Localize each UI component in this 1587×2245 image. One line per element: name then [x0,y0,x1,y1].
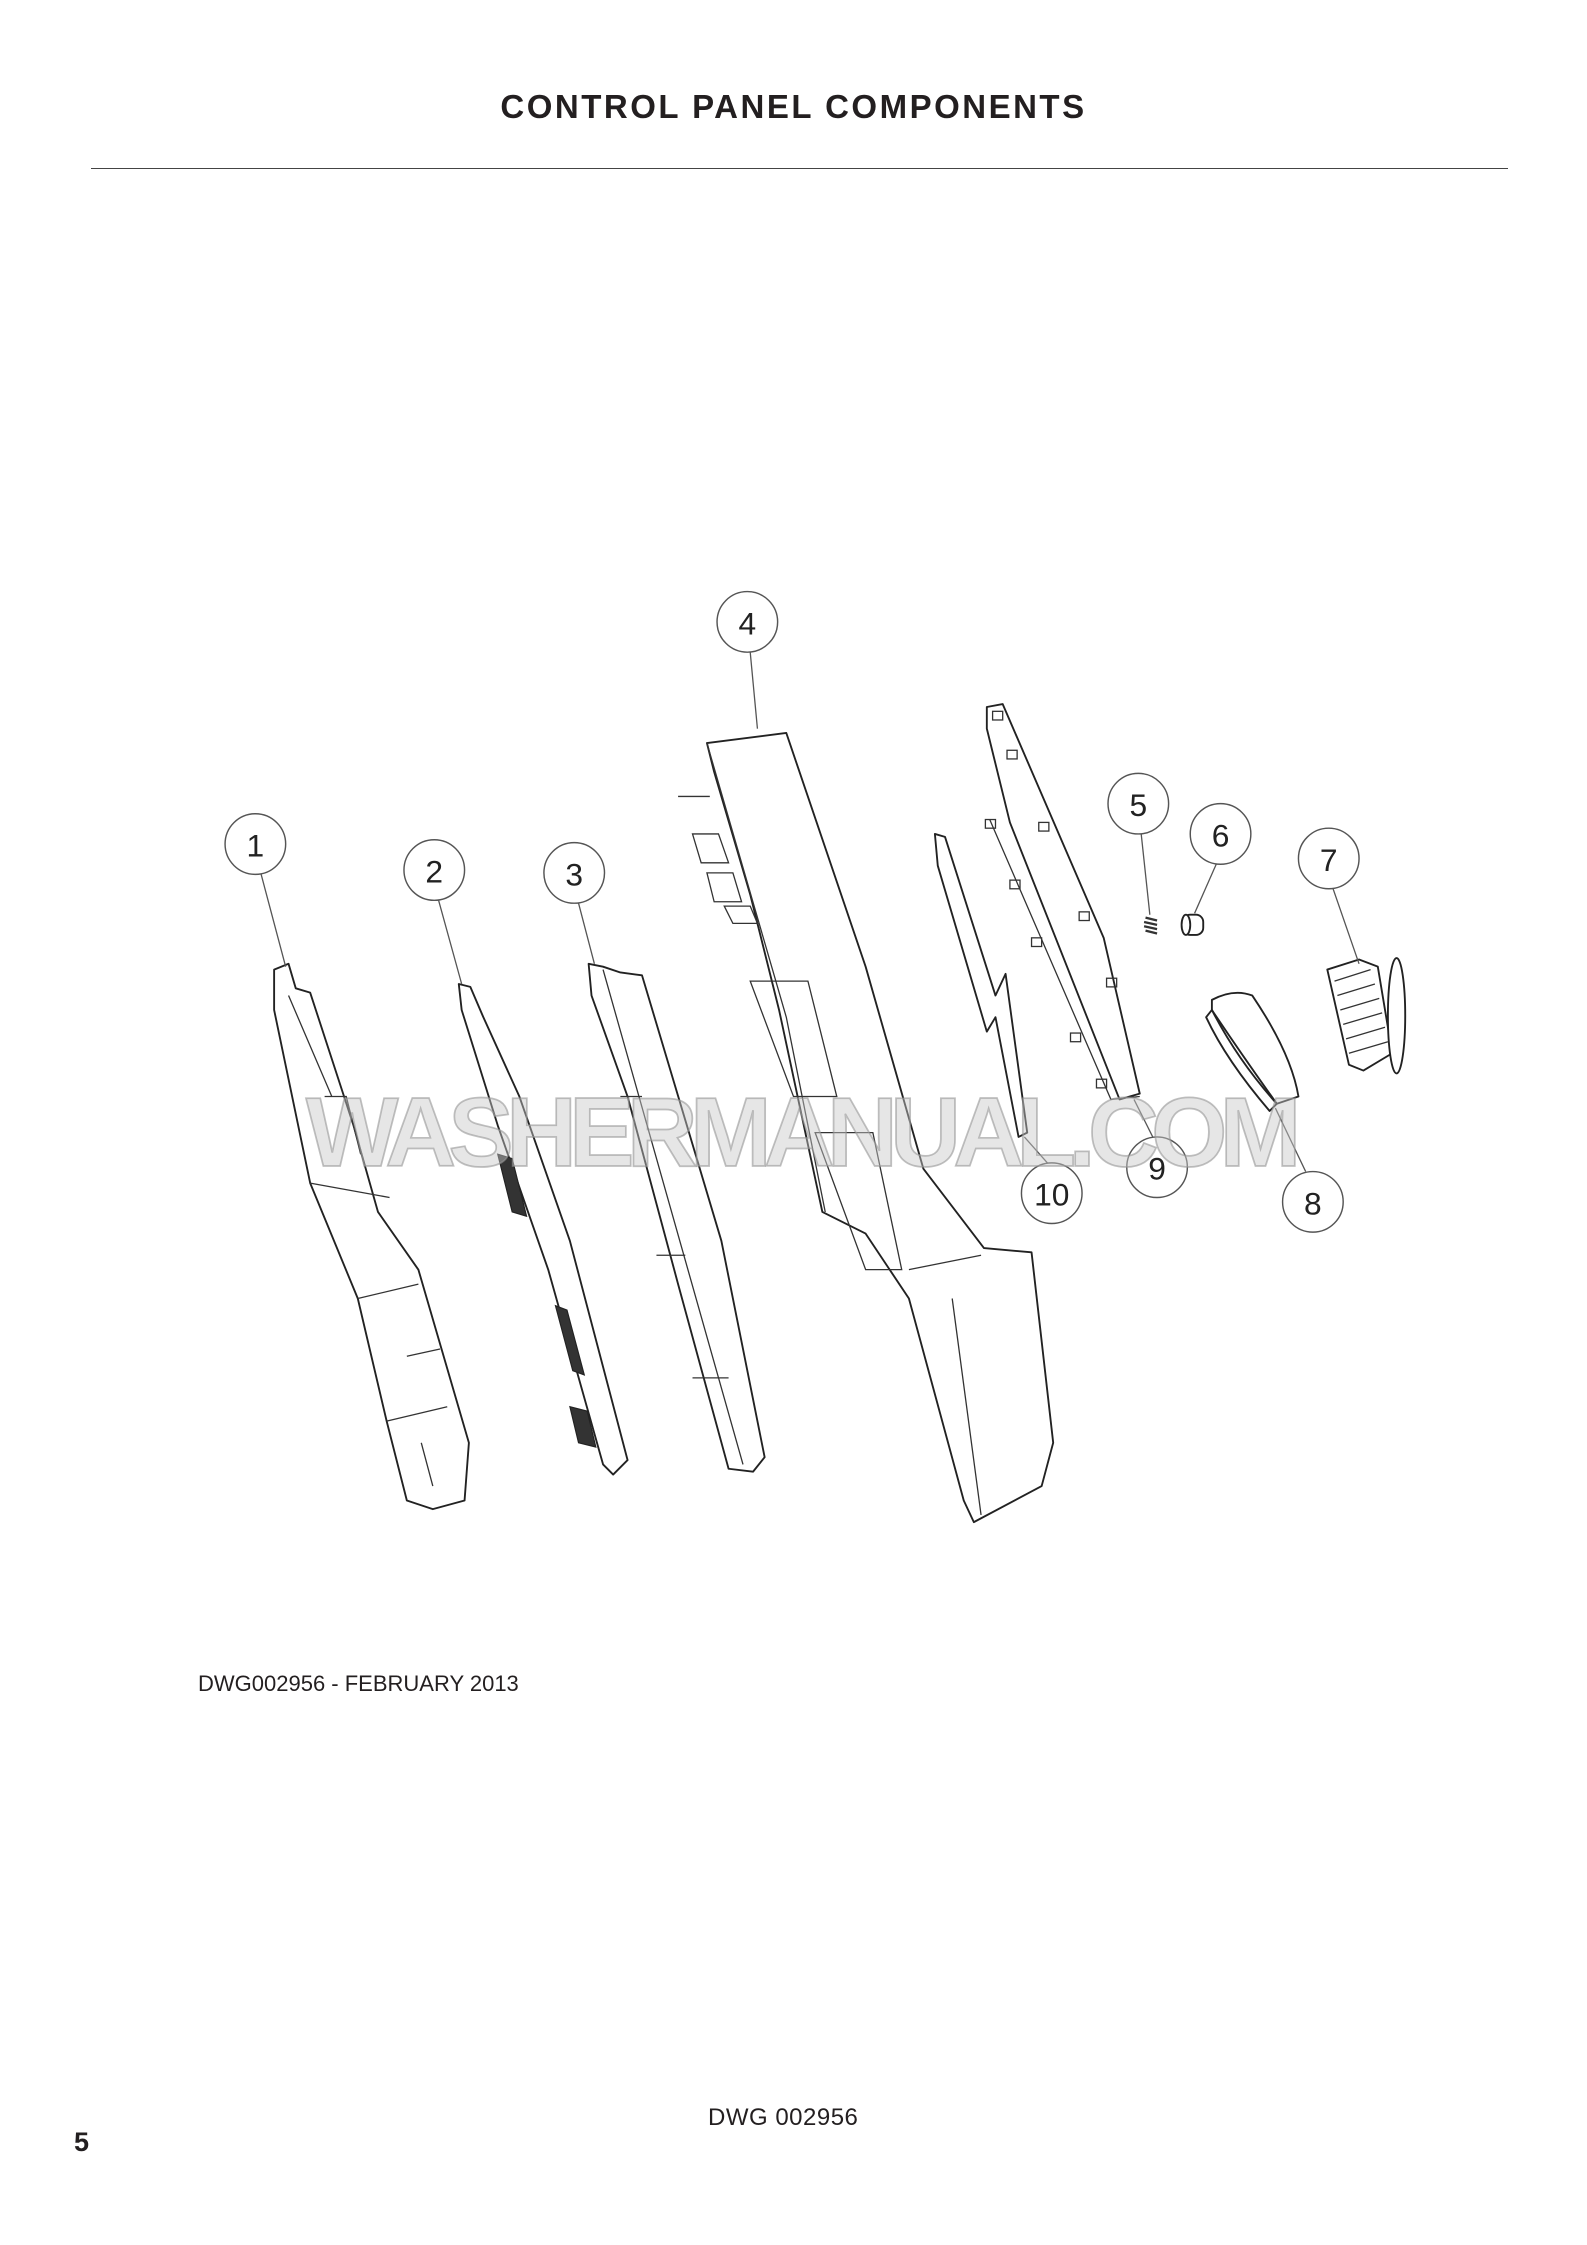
page-title: CONTROL PANEL COMPONENTS [500,88,1087,125]
part-5-spring [1143,916,1158,935]
part-10-membrane [933,833,1029,1138]
leader-lines [260,652,1360,1172]
part-8-bezel [1205,991,1300,1112]
part-4-fascia [678,732,1055,1524]
callout-9-label: 9 [1148,1151,1166,1187]
callout-6: 6 [1189,802,1252,865]
callout-7-label: 7 [1320,842,1338,878]
part-9-button-panel [984,703,1141,1101]
callout-3: 3 [543,841,606,904]
header-divider [91,168,1508,169]
part-1-housing [273,962,470,1511]
callout-3-label: 3 [565,856,583,892]
callout-5-label: 5 [1129,787,1147,823]
part-6-button-cap [1180,913,1205,936]
callout-10: 10 [1020,1162,1083,1225]
callout-1-label: 1 [247,827,265,863]
callout-9: 9 [1126,1136,1189,1199]
part-2-circuit-board [457,983,629,1476]
callout-2-label: 2 [425,853,443,889]
callout-2: 2 [403,839,466,902]
page-number: 5 [74,2127,90,2157]
callout-8-label: 8 [1304,1185,1322,1221]
callout-5: 5 [1107,772,1170,835]
callout-10-label: 10 [1034,1177,1069,1213]
part-3-frame [587,962,766,1473]
drawing-caption: DWG002956 - FEBRUARY 2013 [198,1671,519,1696]
callout-7: 7 [1297,827,1360,890]
watermark: WASHERMANUAL.COM [306,1077,1304,1187]
callout-6-label: 6 [1212,817,1230,853]
callout-4-label: 4 [739,605,757,641]
footer-drawing-number: DWG 002956 [708,2104,859,2131]
callout-1: 1 [224,813,287,876]
part-7-knob [1326,957,1407,1075]
callout-8: 8 [1281,1170,1344,1233]
callout-4: 4 [716,590,779,653]
